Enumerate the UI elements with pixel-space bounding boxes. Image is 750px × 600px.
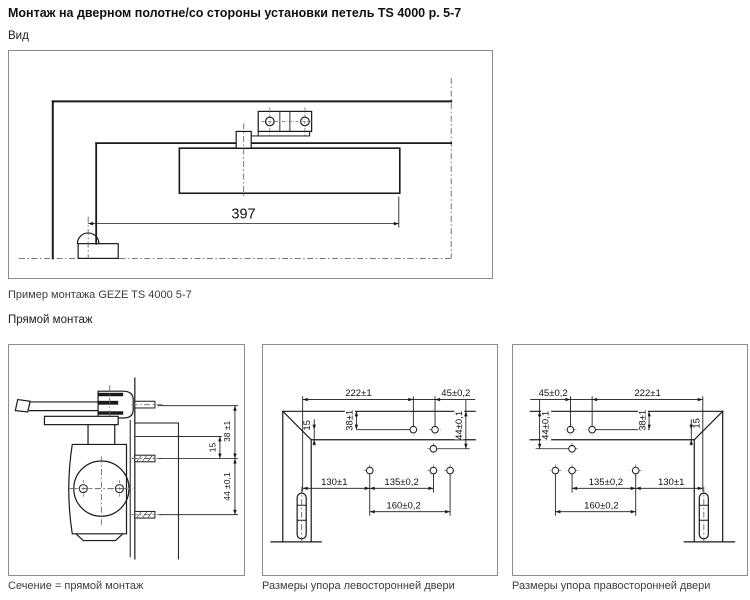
dim-arrow — [302, 397, 308, 402]
left-door-box: 222±1 45±0,2 38±1 15 44±0,1 130±1 135±0,… — [262, 344, 498, 576]
cross-section-drawing: 38 ±1 15 44 ±0,1 — [14, 377, 238, 560]
dim-222-label: 222±1 — [345, 388, 371, 399]
arm-end-wedge — [14, 398, 31, 413]
label-underlay — [454, 407, 465, 440]
frame-corner-diagonal — [281, 410, 313, 441]
dim-38-label: 38 ±1 — [222, 420, 232, 442]
right-door-caption: Размеры упора правосторонней двери — [512, 580, 711, 592]
dim-15-label: 15 — [691, 418, 702, 429]
dim-130-label: 130±1 — [658, 477, 684, 488]
view-heading: Вид — [8, 30, 29, 42]
body-foot — [75, 532, 124, 542]
dim-arrow — [393, 221, 399, 226]
cross-section-caption: Сечение = прямой монтаж — [8, 580, 144, 592]
closer-body-section — [68, 443, 128, 535]
label-underlay — [344, 404, 355, 432]
dim-397-label: 397 — [231, 207, 255, 223]
dim-15-label: 15 — [208, 442, 218, 452]
dim-arrow — [233, 453, 237, 459]
dim-arrow — [312, 424, 316, 430]
label-underlay — [638, 404, 649, 432]
extension-lines — [157, 405, 238, 516]
main-view-caption: Пример монтажа GEZE TS 4000 5-7 — [8, 289, 192, 301]
dim-44-label: 44±0,1 — [541, 411, 552, 440]
dim-arrow — [312, 439, 316, 445]
dim-130-label: 130±1 — [321, 477, 347, 488]
body-centerlines — [69, 456, 134, 525]
dim-135-label: 135±0,2 — [589, 477, 623, 488]
dim-arrow — [354, 411, 359, 417]
mirrored-geometry — [529, 396, 736, 545]
arm-bar — [28, 401, 99, 412]
dim-135-label: 135±0,2 — [384, 477, 418, 488]
dim-arrow — [233, 458, 237, 464]
screw-crosshairs — [261, 107, 314, 136]
mounting-plate-flange — [257, 130, 311, 137]
left-door-caption: Размеры упора левосторонней двери — [262, 580, 455, 592]
dim-arrow — [464, 443, 468, 449]
main-view-drawing: 397 — [19, 78, 453, 260]
dim-38-label: 38±1 — [638, 410, 649, 431]
dim-arrow — [464, 411, 468, 417]
dim-arrow — [369, 510, 375, 514]
extension-lines — [302, 396, 470, 516]
right-door-drawing: 45±0,2 222±1 44±0,1 38±1 15 135±0,2 130±… — [529, 388, 736, 545]
label-underlay — [541, 407, 552, 441]
dim-arrow — [233, 509, 237, 515]
dim-38-label: 38±1 — [344, 410, 355, 431]
dim-arrow — [408, 397, 414, 402]
dim-222-label: 222±1 — [634, 388, 660, 399]
dim-arrow — [364, 486, 370, 491]
dim-160-label: 160±0,2 — [386, 501, 420, 512]
dim-arrow — [302, 486, 308, 491]
bracket-bar — [98, 411, 124, 415]
dim-15-label: 15 — [302, 420, 313, 431]
dim-45-label: 45±0,2 — [539, 388, 568, 399]
frame-corner-diagonal — [693, 410, 724, 441]
dim-arrow — [354, 424, 359, 430]
dimension-lines — [530, 399, 703, 513]
right-door-box: 45±0,2 222±1 44±0,1 38±1 15 135±0,2 130±… — [512, 344, 748, 576]
dim-arrow — [218, 436, 222, 442]
dim-44-label: 44±0,1 — [454, 411, 465, 440]
dim-arrow — [369, 486, 375, 491]
dim-arrow — [445, 510, 451, 514]
dim-arrow — [233, 405, 237, 411]
stem — [87, 424, 116, 446]
direct-mount-heading: Прямой монтаж — [8, 314, 93, 326]
bracket-bar — [98, 400, 119, 405]
dim-160-label: 160±0,2 — [584, 501, 618, 512]
dim-arrow — [428, 486, 434, 491]
extension-lines — [535, 396, 704, 516]
page-title: Монтаж на дверном полотне/со стороны уст… — [8, 6, 462, 20]
door-closer-body — [178, 147, 401, 195]
top-plate — [43, 415, 119, 426]
main-view-box: 397 — [8, 50, 493, 279]
dim-44-label: 44 ±0,1 — [222, 472, 232, 501]
dim-arrow — [435, 397, 441, 402]
dimension-lines — [302, 399, 476, 513]
dim-45-label: 45±0,2 — [441, 388, 470, 399]
cross-section-box: 38 ±1 15 44 ±0,1 — [8, 344, 245, 576]
dim-arrow — [218, 453, 222, 459]
bracket-bar — [98, 392, 124, 397]
left-door-drawing: 222±1 45±0,2 38±1 15 44±0,1 130±1 135±0,… — [270, 388, 476, 545]
dim-arrow — [88, 221, 94, 226]
handle-base — [77, 243, 119, 259]
